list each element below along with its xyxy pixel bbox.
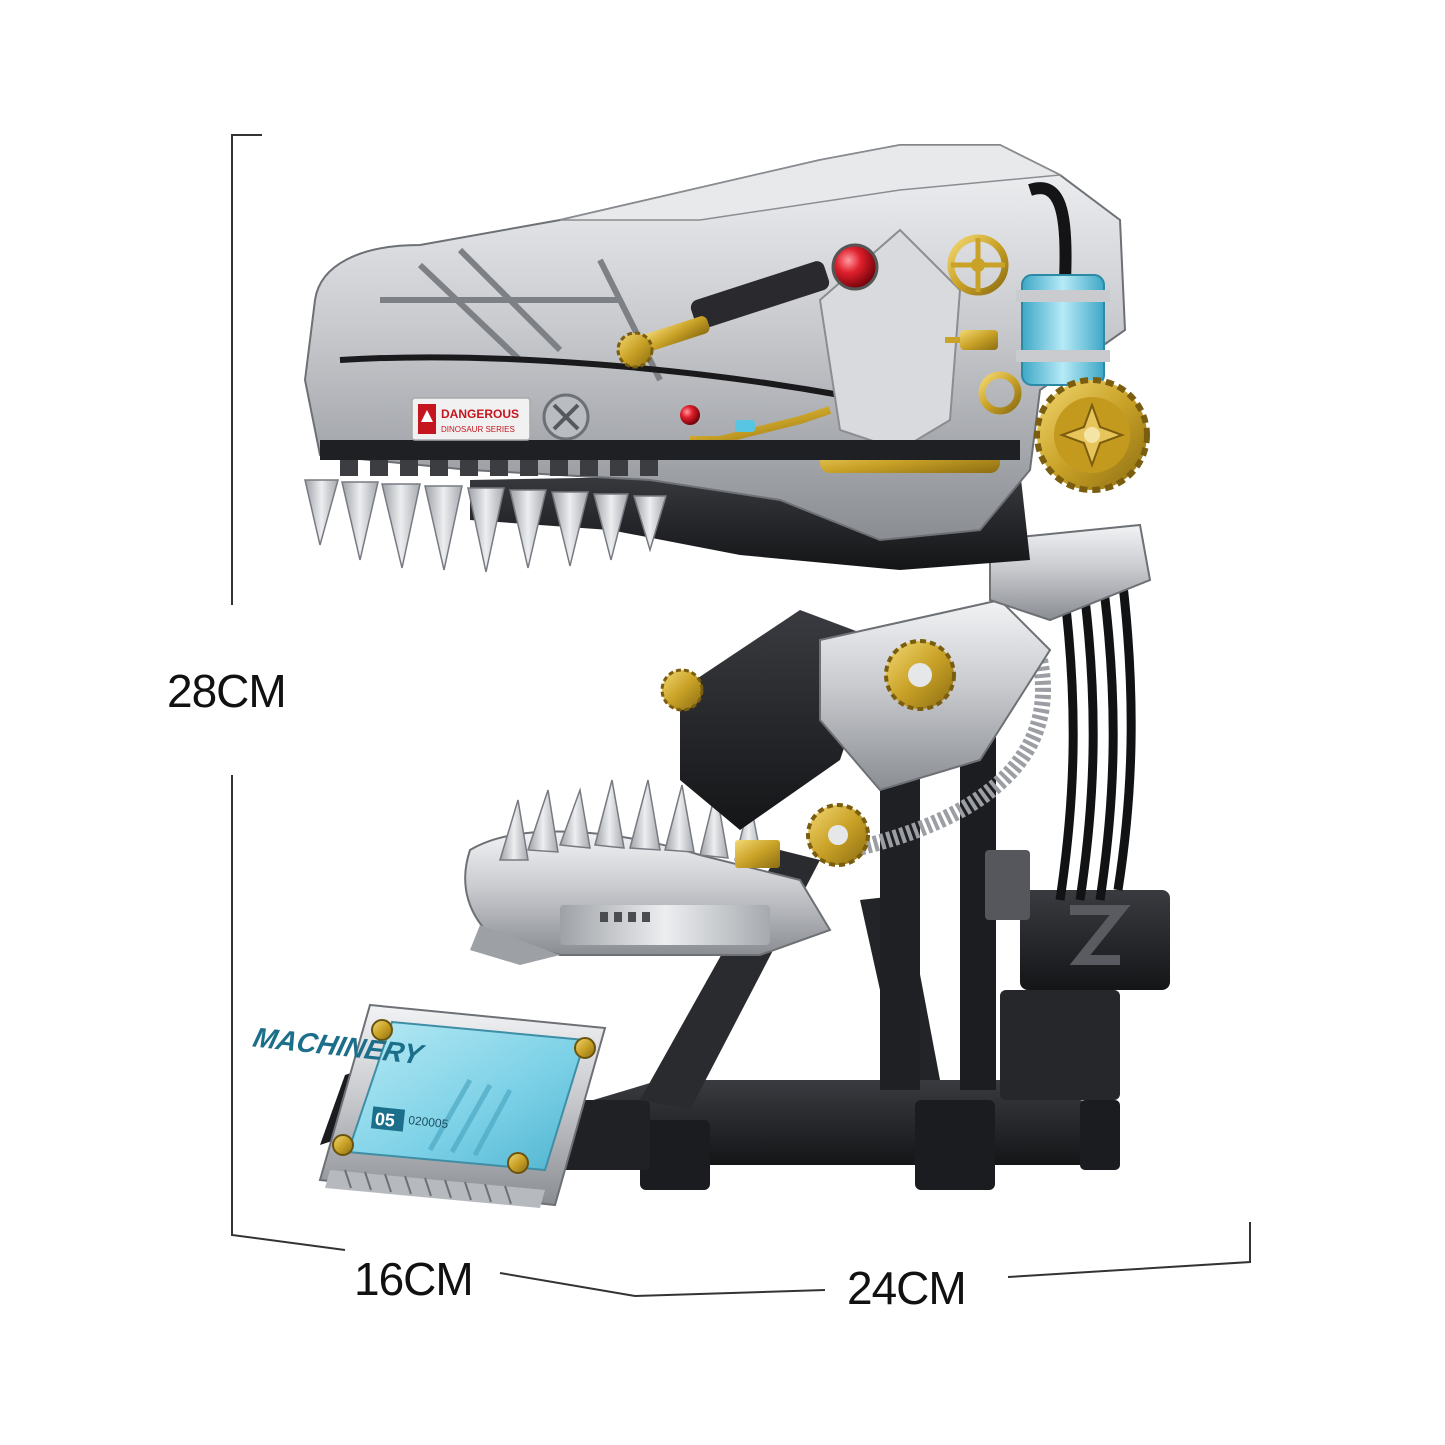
stand-logo-icon xyxy=(1069,905,1131,965)
card-code: 020005 xyxy=(408,1113,450,1131)
neck-gears xyxy=(660,639,956,868)
dimension-lines xyxy=(231,134,1251,1297)
side-plate-line1: DANGEROUS xyxy=(441,407,519,421)
side-plate-line2: DINOSAUR SERIES xyxy=(441,425,515,434)
machinery-display-card: MACHINERY 05 020005 xyxy=(250,1003,607,1208)
valve-wheel-icon xyxy=(947,234,1009,296)
width-dimension-left-line xyxy=(634,1289,826,1297)
lower-jaw xyxy=(464,523,1152,965)
height-dimension-bottom-line xyxy=(231,775,346,1251)
upper-skull xyxy=(303,144,1127,573)
small-gear-icon xyxy=(616,331,654,369)
height-dimension-top-line xyxy=(231,134,262,605)
pipe-ring-icon xyxy=(978,371,1022,415)
card-code-prefix: 05 xyxy=(374,1109,396,1131)
head-mechanics xyxy=(616,182,1150,493)
depth-dimension-line xyxy=(499,1272,636,1297)
large-gear-icon xyxy=(1034,377,1150,493)
height-dimension-label: 28CM xyxy=(167,665,287,717)
shock-absorber-icon xyxy=(640,261,830,352)
dangerous-side-plate: DANGEROUS DINOSAUR SERIES xyxy=(411,397,531,441)
depth-dimension-label: 16CM xyxy=(354,1253,474,1305)
warning-triangle-icon xyxy=(421,410,433,422)
red-eye-icon xyxy=(831,243,879,291)
width-dimension-label: 24CM xyxy=(847,1262,967,1314)
red-gem-icon xyxy=(680,405,700,425)
width-dimension-right-line xyxy=(1007,1222,1251,1278)
